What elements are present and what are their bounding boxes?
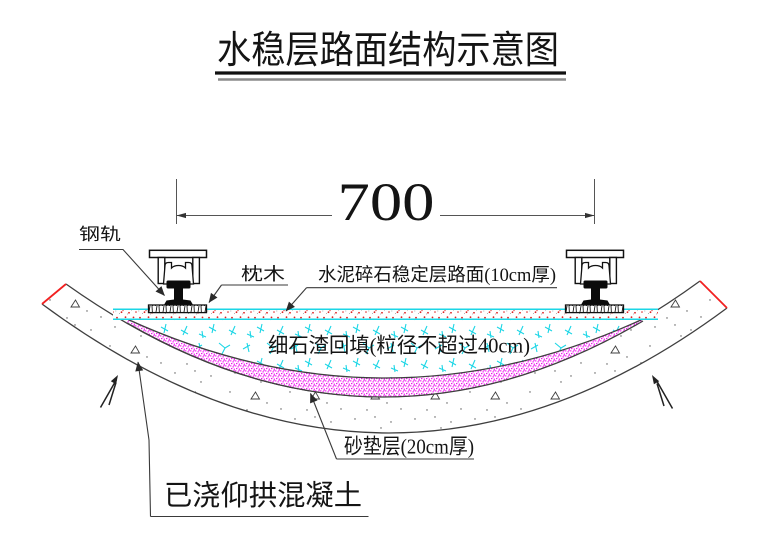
sand-cushion-top-edge: [126, 318, 644, 379]
label-invert-concrete: 已浇仰拱混凝土: [164, 480, 362, 512]
arch-endcap-left: [41, 283, 67, 305]
label-rail: 钢轨: [79, 225, 121, 244]
surface-speckles: [113, 310, 658, 319]
label-rail-leader: [79, 248, 165, 296]
backfill-region: [116, 319, 656, 378]
label-surface-leader: [285, 287, 307, 312]
concrete-pointer-arrow-right: [652, 375, 674, 409]
sand-cushion-bottom-edge: [126, 320, 644, 398]
dimension-value: 700: [338, 172, 435, 232]
rail-assembly-left: [147, 249, 208, 314]
label-sleeper-leader: [208, 284, 222, 303]
invert-arch-band-texture: [42, 281, 727, 434]
label-sleeper: 枕木: [241, 264, 285, 284]
dimension-arrow-left: [176, 212, 186, 219]
label-backfill: 细石渣回填(粒径不超过40cm): [268, 334, 530, 358]
label-invert-leader: [135, 361, 152, 517]
concrete-pointer-arrow-left: [99, 375, 118, 408]
dimension-arrow-right: [585, 212, 595, 219]
dimension-text-knockout: [332, 176, 440, 220]
label-surface: 水泥碎石稳定层路面(10cm厚): [318, 265, 556, 286]
label-sand-leader: [309, 393, 338, 460]
diagram-title: 水稳层路面结构示意图: [217, 30, 559, 72]
rail-assembly-right: [564, 249, 625, 314]
label-sand-cushion: 砂垫层(20cm厚): [344, 435, 474, 459]
arch-endcap-right: [699, 280, 728, 309]
